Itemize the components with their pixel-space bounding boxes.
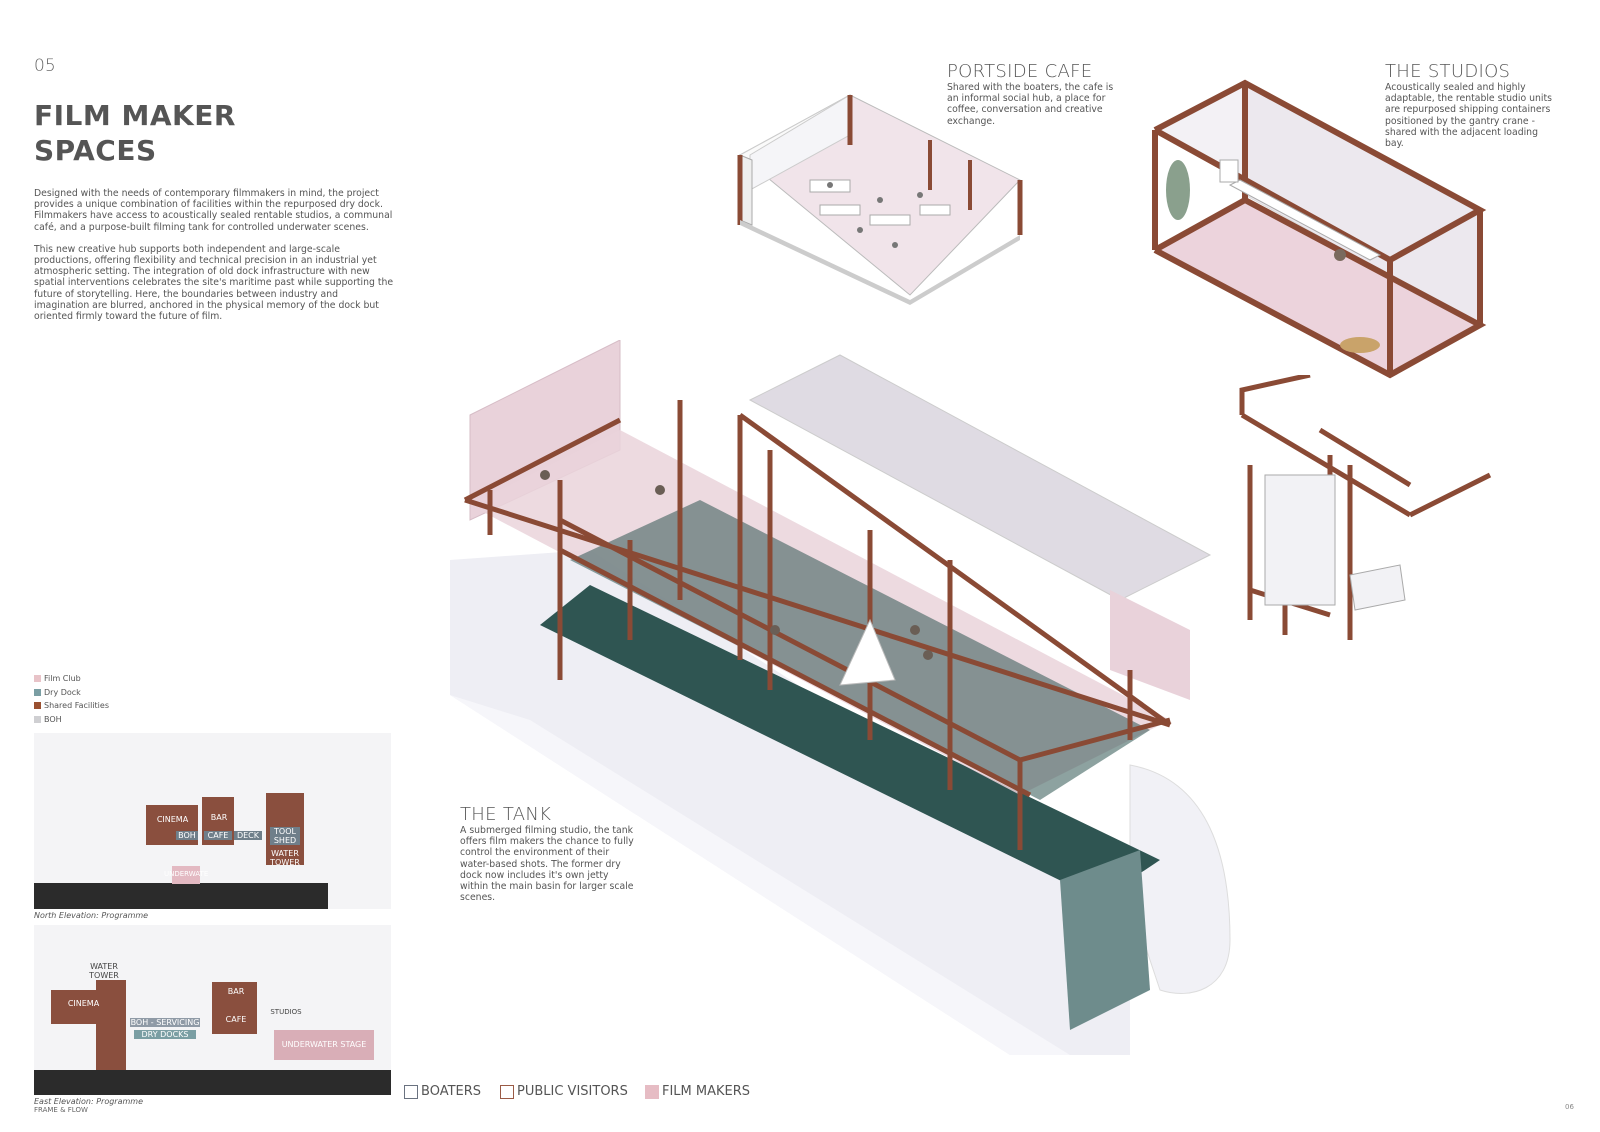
studios-description: Acoustically sealed and highly adaptable… <box>1385 82 1552 150</box>
elev-label: BAR <box>227 987 245 996</box>
legend-label: Shared Facilities <box>44 701 109 710</box>
legend-label: Film Club <box>44 674 81 683</box>
cafe-title: PORTSIDE CAFE <box>947 61 1093 82</box>
legend-swatch <box>34 688 41 696</box>
elev-label: CAFE <box>204 831 232 840</box>
elev-label: DECK <box>234 831 262 840</box>
elev-label: WATER TOWER <box>270 849 300 867</box>
tank-description: A submerged filming studio, the tank off… <box>460 825 634 904</box>
legend-swatch <box>34 702 41 709</box>
title-line-2: SPACES <box>34 134 157 167</box>
cafe-section-text: PORTSIDE CAFE Shared with the boaters, t… <box>947 62 1117 127</box>
key-swatch <box>645 1084 659 1099</box>
elev-label: UNDERWATER <box>164 870 208 878</box>
legend-label: BOH <box>44 714 62 724</box>
page-number: 05 <box>34 56 56 76</box>
ground-band <box>34 1070 391 1095</box>
tank-section-text: THE TANK A submerged filming studio, the… <box>460 804 635 904</box>
elev-label: UNDERWATER STAGE <box>281 1040 367 1049</box>
key-boaters: BOATERS <box>404 1084 481 1099</box>
key-film-makers: FILM MAKERS <box>645 1084 750 1099</box>
legend-swatch <box>34 715 41 723</box>
key-swatch <box>500 1084 514 1099</box>
elev-label: BOH <box>176 831 198 840</box>
footer-page-number: 06 <box>1565 1103 1574 1111</box>
legend-item-film-club: Film Club <box>34 672 109 686</box>
legend-swatch <box>34 675 41 682</box>
north-elevation-caption: North Elevation: Programme <box>34 911 149 920</box>
legend-item-dry-dock: Dry Dock <box>34 686 109 700</box>
title-line-1: FILM MAKER <box>34 99 236 132</box>
page-title: FILM MAKER SPACES <box>34 98 294 168</box>
intro-paragraph: Designed with the needs of contemporary … <box>34 188 393 233</box>
intro-paragraph: This new creative hub supports both inde… <box>34 243 394 323</box>
studio-container-drawing <box>1152 79 1487 379</box>
cafe-description: Shared with the boaters, the cafe is an … <box>947 82 1114 127</box>
elev-label: BAR <box>210 813 228 822</box>
tank-isometric-drawing <box>450 340 1231 1055</box>
key-label: PUBLIC VISITORS <box>517 1084 628 1099</box>
legend-label: Dry Dock <box>44 687 81 697</box>
intro-text: Designed with the needs of contemporary … <box>34 188 394 333</box>
key-public-visitors: PUBLIC VISITORS <box>500 1084 628 1099</box>
gantry-crane-drawing <box>1239 375 1492 640</box>
key-label: BOATERS <box>421 1084 482 1099</box>
programme-legend: Film Club Dry Dock Shared Facilities BOH <box>34 672 109 726</box>
elev-label: BOH - SERVICING <box>130 1018 200 1027</box>
elev-label: STUDIOS <box>270 1008 302 1016</box>
footer-left: FRAME & FLOW <box>34 1106 88 1114</box>
key-swatch <box>404 1084 418 1099</box>
cafe-isometric-drawing <box>737 94 1023 305</box>
key-label: FILM MAKERS <box>662 1084 751 1099</box>
elev-label: DRY DOCKS <box>134 1030 196 1039</box>
elev-label: WATER TOWER <box>89 962 119 980</box>
east-elevation: WATER TOWER CINEMA BAR BOH - SERVICING C… <box>34 925 391 1095</box>
legend-item-shared-facilities: Shared Facilities <box>34 699 109 713</box>
north-elevation: CINEMA BAR BOH CAFE DECK TOOL SHED WATER… <box>34 733 391 909</box>
east-elevation-caption: East Elevation: Programme <box>34 1097 143 1106</box>
tank-title: THE TANK <box>460 804 552 825</box>
elev-label: CINEMA <box>156 815 189 824</box>
ground-band <box>34 883 328 909</box>
elev-label: CAFE <box>225 1015 247 1024</box>
elev-label: TOOL SHED <box>270 827 300 845</box>
studios-title: THE STUDIOS <box>1385 61 1511 82</box>
studios-section-text: THE STUDIOS Acoustically sealed and high… <box>1385 61 1555 150</box>
legend-item-boh: BOH <box>34 713 109 727</box>
elev-label: CINEMA <box>67 999 100 1008</box>
